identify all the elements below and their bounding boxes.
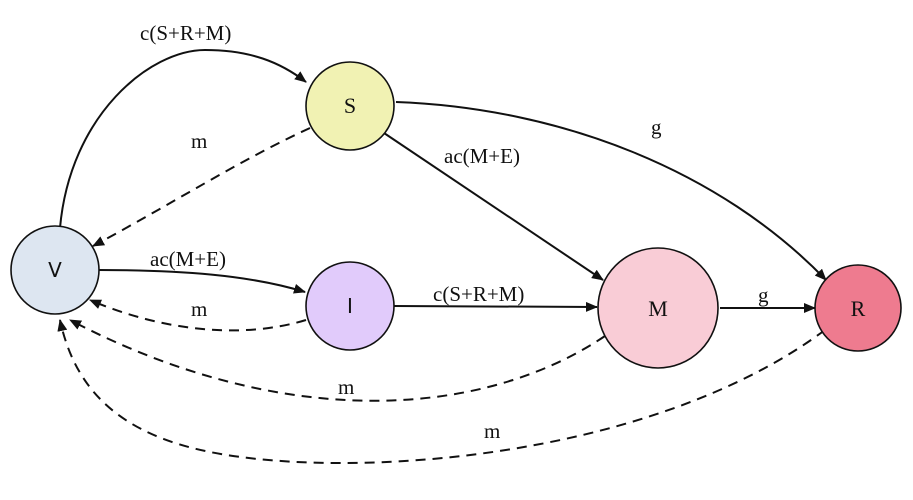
edge-s-to-r xyxy=(395,101,827,281)
edge-i-to-m xyxy=(393,301,598,312)
edge-v-to-s xyxy=(59,48,307,229)
edge-label-r-to-v: m xyxy=(484,419,500,443)
node-label-r: R xyxy=(851,296,866,321)
edge-m-to-v xyxy=(69,319,606,402)
edge-label-s-to-v: m xyxy=(191,129,207,153)
edge-labels: c(S+R+M) m ac(M+E) g ac(M+E) m c(S+R+M) … xyxy=(140,21,769,443)
edge-label-s-to-r: g xyxy=(651,115,662,139)
edge-label-m-to-r: g xyxy=(758,283,769,307)
node-label-i: I xyxy=(347,294,353,318)
edge-label-m-to-v: m xyxy=(338,375,354,399)
edge-s-to-v xyxy=(92,127,311,247)
edges xyxy=(57,48,827,464)
node-label-s: S xyxy=(344,93,356,118)
edge-r-to-v xyxy=(57,319,826,464)
nodes: V S I M R xyxy=(10,61,902,369)
node-i: I xyxy=(305,261,395,351)
edge-s-to-m xyxy=(383,132,604,281)
node-s: S xyxy=(305,61,395,151)
edge-label-v-to-s: c(S+R+M) xyxy=(140,21,231,45)
node-label-v: V xyxy=(48,258,62,282)
edge-v-to-i xyxy=(97,269,306,294)
node-label-m: M xyxy=(648,296,668,321)
node-r: R xyxy=(814,264,902,352)
node-v: V xyxy=(10,225,100,315)
edge-label-v-to-i: ac(M+E) xyxy=(150,247,226,271)
edge-i-to-v xyxy=(89,299,307,332)
edge-label-s-to-m: ac(M+E) xyxy=(444,144,520,168)
node-m: M xyxy=(597,247,719,369)
edge-label-i-to-m: c(S+R+M) xyxy=(433,282,524,306)
edge-label-i-to-v: m xyxy=(191,297,207,321)
